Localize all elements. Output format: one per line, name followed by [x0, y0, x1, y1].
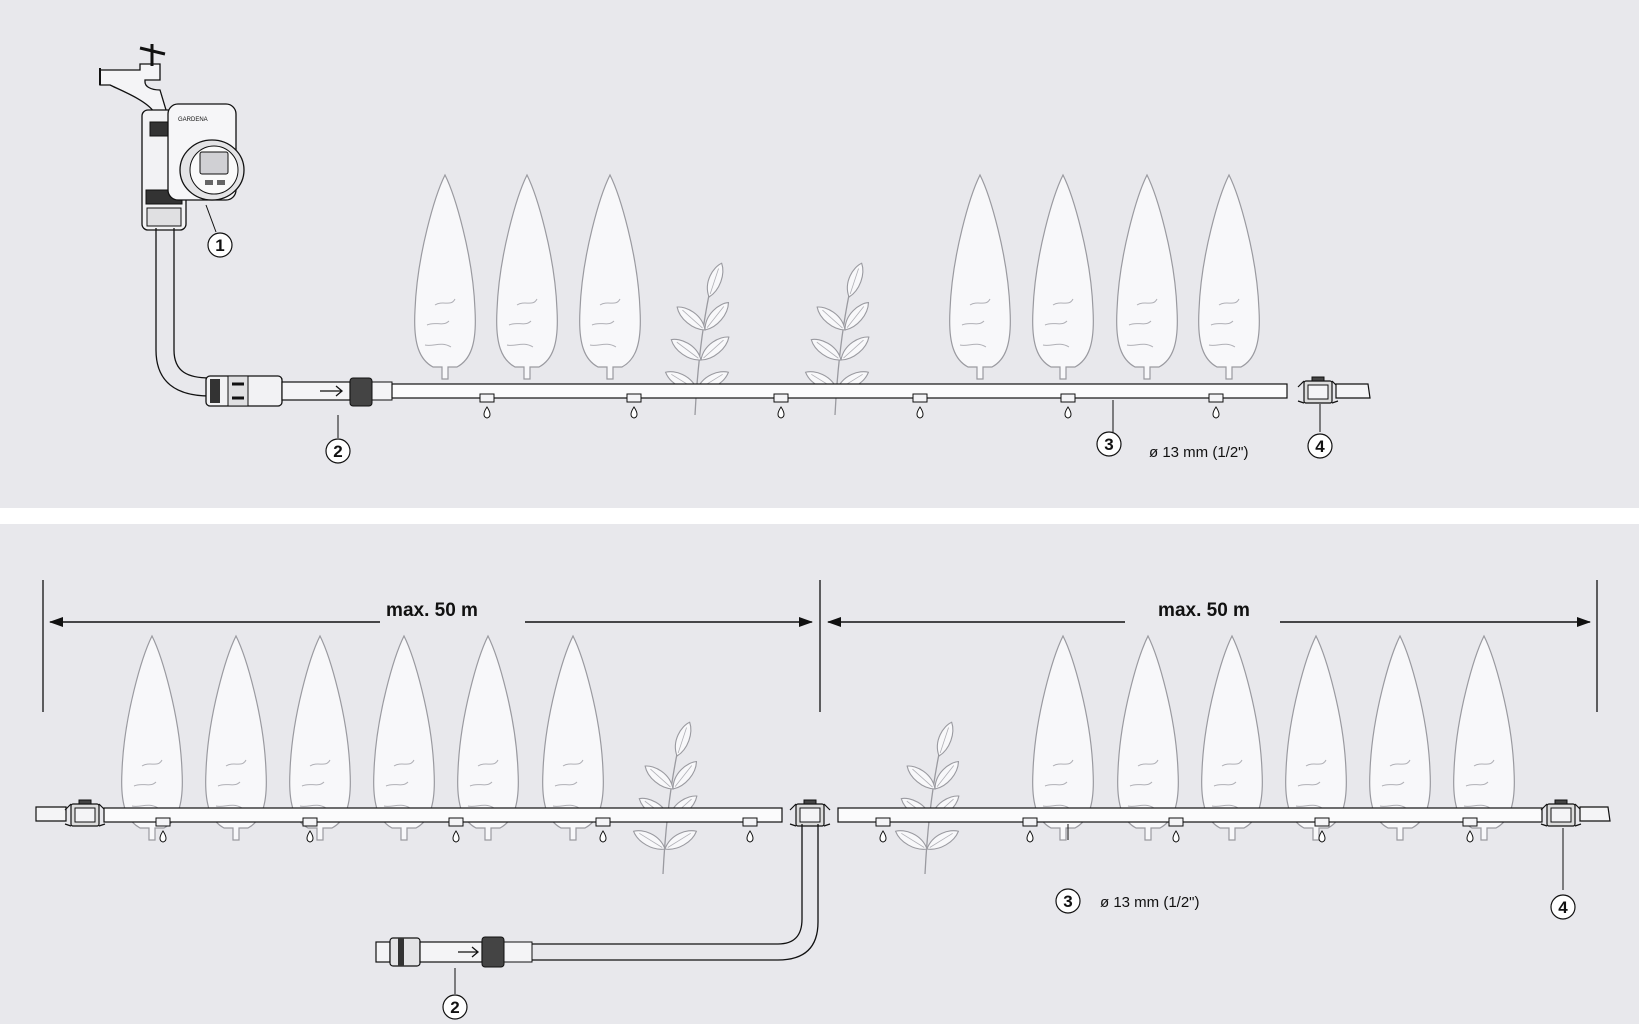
drip-pipe-bottom	[35, 799, 1611, 843]
end-plug-top	[1297, 376, 1339, 404]
water-tap-illustration	[99, 44, 167, 113]
callout-3-top: 3	[1096, 400, 1122, 457]
shrub-group-bottom	[631, 721, 965, 874]
feeder-hose-bottom	[530, 824, 819, 961]
quick-connector-top	[205, 375, 393, 407]
end-plug-bottom-right	[1540, 799, 1582, 827]
callout-1-label: 1	[215, 236, 224, 255]
callout-3-bottom-label: 3	[1063, 892, 1072, 911]
bottom-diagram-panel: max. 50 m max. 50 m	[0, 524, 1639, 1024]
tee-connector	[789, 799, 831, 827]
span-right-dimension: max. 50 m	[827, 600, 1591, 627]
callout-1: 1	[205, 204, 233, 258]
callout-2-top: 2	[325, 415, 351, 464]
callout-4-top-label: 4	[1315, 437, 1325, 456]
end-plug-bottom-left	[64, 799, 106, 827]
callout-4-top: 4	[1307, 404, 1333, 459]
pipe-diameter-bottom: ø 13 mm (1/2")	[1100, 894, 1200, 911]
pipe-diameter-top: ø 13 mm (1/2")	[1149, 444, 1249, 461]
top-diagram-panel: GARDENA	[0, 0, 1639, 508]
span-left-label: max. 50 m	[386, 600, 478, 621]
cypress-row-top	[414, 174, 1260, 380]
quick-connector-bottom	[375, 936, 533, 968]
callout-2-bottom: 2	[442, 968, 468, 1020]
supply-hose-top	[155, 228, 211, 397]
callout-4-bottom: 4	[1550, 828, 1576, 920]
callout-3-top-label: 3	[1104, 435, 1113, 454]
callout-4-bottom-label: 4	[1558, 898, 1568, 917]
top-diagram: GARDENA	[99, 44, 1371, 464]
callout-2-top-label: 2	[333, 442, 342, 461]
drip-pipe-top	[391, 376, 1371, 419]
callout-3-bottom: 3	[1055, 824, 1081, 914]
span-right-label: max. 50 m	[1158, 600, 1250, 621]
brand-logo: GARDENA	[178, 117, 208, 123]
water-timer-device: GARDENA	[141, 103, 245, 231]
span-left-dimension: max. 50 m	[49, 600, 813, 627]
callout-2-bottom-label: 2	[450, 998, 459, 1017]
bottom-diagram: max. 50 m max. 50 m	[35, 580, 1611, 1020]
dimension-markers	[42, 580, 1598, 712]
